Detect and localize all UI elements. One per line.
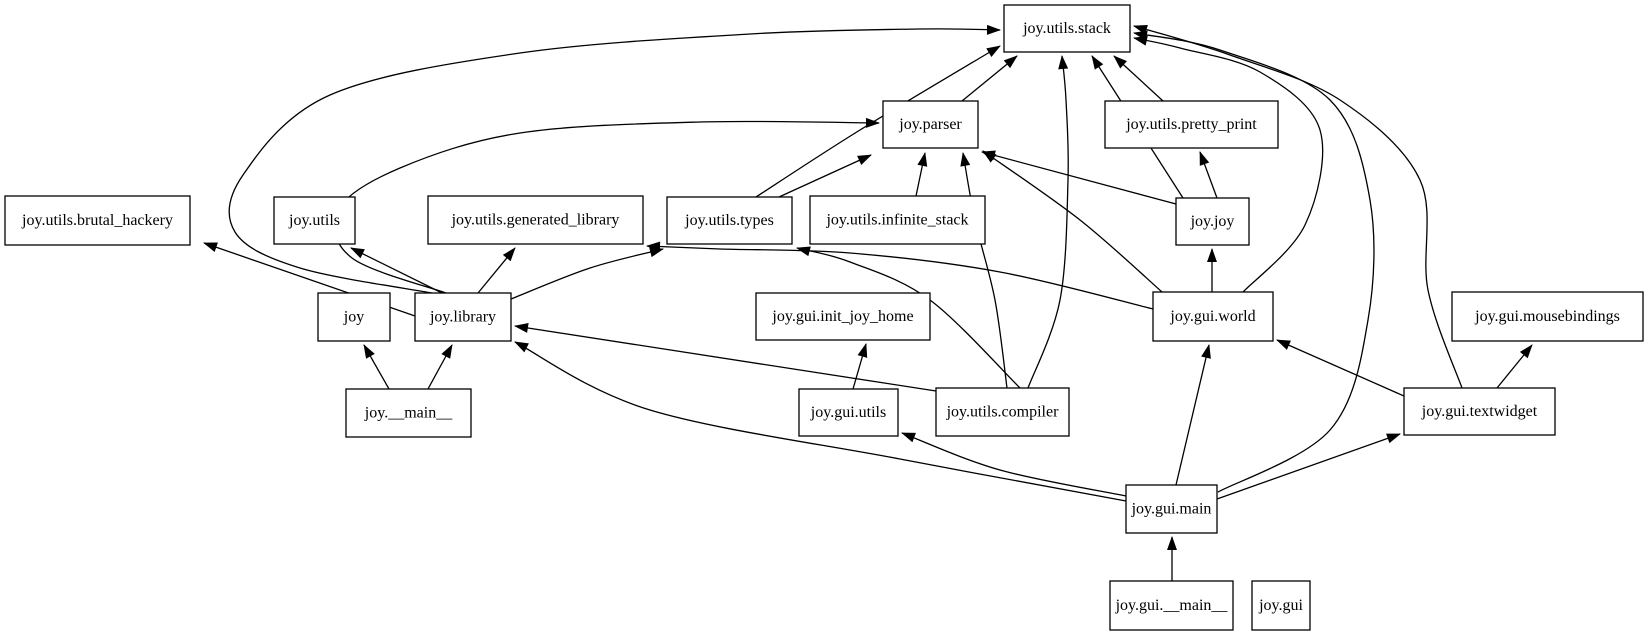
node-label-joy_joy: joy.joy: [1190, 213, 1235, 230]
node-mousebindings: joy.gui.mousebindings: [1451, 291, 1644, 342]
node-gui: joy.gui: [1251, 580, 1311, 631]
node-box-stack: [1003, 4, 1131, 53]
edge-compiler-to-stack: [1027, 55, 1069, 389]
node-label-brutal_hackery: joy.utils.brutal_hackery: [21, 212, 173, 229]
node-box-pretty_print: [1104, 100, 1279, 149]
edge-library-to-generated_library: [477, 247, 516, 294]
node-label-gui: joy.gui: [1258, 597, 1303, 614]
node-parser: joy.parser: [882, 100, 979, 149]
node-stack: joy.utils.stack: [1003, 4, 1131, 53]
node-world: joy.gui.world: [1152, 291, 1274, 342]
node-box-types: [666, 196, 793, 245]
node-types: joy.utils.types: [666, 196, 793, 245]
node-label-joy_main: joy.__main__: [364, 405, 453, 422]
edge-types-to-parser: [778, 154, 872, 198]
node-joy_joy: joy.joy: [1175, 197, 1250, 246]
node-label-types: joy.utils.types: [684, 212, 774, 229]
node-compiler: joy.utils.compiler: [935, 387, 1070, 437]
node-gui_main: joy.gui.main: [1125, 484, 1218, 534]
node-box-init_joy_home: [755, 292, 931, 341]
edge-joy_main-to-library: [427, 344, 453, 390]
edge-pretty_print-to-stack: [1113, 55, 1164, 102]
node-box-gui: [1251, 580, 1311, 631]
edge-world-to-generated_library: [646, 241, 1154, 310]
node-box-joy_joy: [1175, 197, 1250, 246]
node-box-gui_main: [1125, 484, 1218, 534]
nodes-layer: joy.utils.stack joy.parser joy.utils.prett…: [4, 4, 1644, 631]
node-infinite_stack: joy.utils.infinite_stack: [809, 195, 986, 245]
edge-compiler-to-library: [514, 323, 937, 392]
node-label-stack: joy.utils.stack: [1022, 20, 1111, 37]
node-gui_main_main: joy.gui.__main__: [1109, 580, 1234, 631]
edge-gui_main-to-gui_utils: [901, 432, 1127, 497]
node-label-infinite_stack: joy.utils.infinite_stack: [825, 212, 968, 229]
node-label-init_joy_home: joy.gui.init_joy_home: [771, 308, 913, 325]
edge-textwidget-to-world: [1276, 339, 1405, 397]
node-label-compiler: joy.utils.compiler: [946, 404, 1060, 421]
edges-layer: [203, 24, 1533, 581]
node-gui_utils: joy.gui.utils: [798, 388, 899, 437]
node-label-parser: joy.parser: [898, 116, 962, 133]
node-joy: joy: [317, 292, 391, 342]
edge-compiler-to-parser: [960, 152, 1008, 389]
edge-compiler-to-types: [796, 246, 1021, 389]
node-label-gui_main_main: joy.gui.__main__: [1115, 597, 1229, 614]
node-box-world: [1152, 291, 1274, 342]
node-box-generated_library: [427, 195, 644, 245]
node-box-compiler: [935, 387, 1070, 437]
edge-gui_utils-to-init_joy_home: [852, 343, 868, 390]
edge-library-to-types: [510, 247, 664, 300]
edge-parser-to-stack: [961, 55, 1018, 102]
node-box-textwidget: [1403, 387, 1556, 436]
node-box-joy: [317, 292, 391, 342]
node-textwidget: joy.gui.textwidget: [1403, 387, 1556, 436]
node-joy_main: joy.__main__: [345, 388, 472, 438]
node-label-joy: joy: [343, 309, 364, 326]
node-box-infinite_stack: [809, 195, 986, 245]
node-library: joy.library: [414, 292, 512, 342]
edge-gui_main-to-library: [514, 341, 1127, 502]
edge-infinite_stack-to-parser: [915, 152, 928, 197]
node-label-generated_library: joy.utils.generated_library: [451, 212, 620, 229]
edge-joy_joy-to-pretty_print: [1199, 151, 1218, 199]
node-label-gui_utils: joy.gui.utils: [810, 404, 886, 421]
node-label-textwidget: joy.gui.textwidget: [1421, 403, 1538, 420]
edge-gui_main-to-stack: [1133, 30, 1375, 493]
edge-gui_main-to-textwidget: [1216, 433, 1401, 500]
node-utils: joy.utils: [273, 196, 356, 245]
edge-library-to-utils: [350, 247, 443, 294]
edge-textwidget-to-stack: [1133, 24, 1463, 389]
node-pretty_print: joy.utils.pretty_print: [1104, 100, 1279, 149]
node-init_joy_home: joy.gui.init_joy_home: [755, 292, 931, 341]
edge-gui_main-to-world: [1175, 344, 1211, 486]
node-label-mousebindings: joy.gui.mousebindings: [1474, 308, 1620, 325]
edge-joy_joy-to-parser: [981, 150, 1177, 205]
edge-types-to-stack: [755, 45, 1001, 198]
node-box-utils: [273, 196, 356, 245]
node-box-brutal_hackery: [4, 195, 191, 246]
edge-joy_main-to-joy: [363, 344, 390, 390]
edge-library-to-stack: [228, 24, 1001, 294]
edge-library-to-parser: [333, 117, 880, 294]
node-box-mousebindings: [1451, 291, 1644, 342]
edge-world-to-stack: [1133, 35, 1324, 293]
node-box-gui_utils: [798, 388, 899, 437]
node-label-world: joy.gui.world: [1169, 308, 1255, 325]
edge-world-to-parser: [982, 150, 1163, 293]
node-box-joy_main: [345, 388, 472, 438]
node-label-utils: joy.utils: [288, 212, 340, 229]
node-box-library: [414, 292, 512, 342]
node-box-parser: [882, 100, 979, 149]
node-box-gui_main_main: [1109, 580, 1234, 631]
node-label-gui_main: joy.gui.main: [1131, 501, 1212, 518]
node-generated_library: joy.utils.generated_library: [427, 195, 644, 245]
edge-textwidget-to-mousebindings: [1496, 344, 1533, 389]
node-brutal_hackery: joy.utils.brutal_hackery: [4, 195, 191, 246]
node-label-library: joy.library: [429, 309, 496, 326]
node-label-pretty_print: joy.utils.pretty_print: [1125, 116, 1257, 133]
